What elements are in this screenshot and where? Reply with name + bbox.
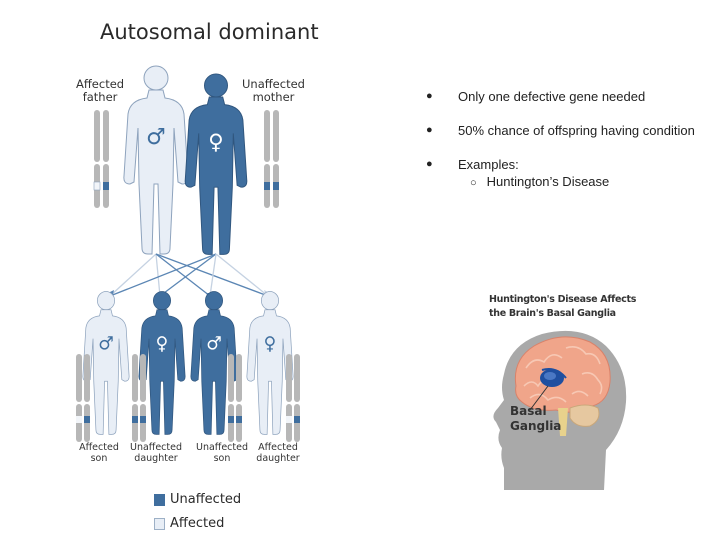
female-symbol-icon: ♀ — [264, 334, 277, 355]
child-label-3: Unaffected son — [196, 442, 249, 464]
female-symbol-icon: ♀ — [156, 334, 169, 355]
child-figure: ♂ — [82, 291, 130, 435]
pedigree-figure: ♂ ♀ ♂ ♀ ♂ ♀ — [76, 65, 300, 442]
legend-affected: Affected — [154, 516, 224, 531]
bullet-item: ● 50% chance of offspring having conditi… — [424, 122, 704, 139]
child-chromosomes — [132, 354, 146, 442]
child-label-2: Unaffected daughter — [130, 442, 183, 464]
legend-swatch-unaffected — [154, 493, 165, 506]
bullet-item: ● Examples: ○ Huntington’s Disease — [424, 156, 704, 192]
male-symbol-icon: ♂ — [146, 125, 166, 150]
female-symbol-icon: ♀ — [208, 129, 223, 154]
pointer-line — [529, 385, 549, 411]
brain-illustration: Huntington's Disease Affects the Brain's… — [486, 290, 636, 500]
child-figure: ♀ — [246, 291, 294, 435]
brain-title-line2: the Brain's Basal Ganglia — [489, 308, 616, 319]
bullet-text: Only one defective gene needed — [458, 89, 646, 104]
child-figure: ♂ — [190, 291, 238, 435]
head-brain-graphic — [493, 330, 627, 490]
sub-bullet-ring-icon: ○ — [470, 177, 477, 189]
mother-figure: ♀ — [184, 73, 248, 255]
male-symbol-icon: ♂ — [98, 334, 113, 355]
mother-chromosomes — [264, 110, 279, 208]
bullet-dot-icon: ● — [426, 90, 433, 102]
pedigree-title: Autosomal dominant — [100, 20, 319, 44]
bullet-list: ● Only one defective gene needed ● 50% c… — [424, 88, 704, 209]
children-figures: ♂ ♀ ♂ ♀ — [76, 291, 300, 442]
mother-label: Unaffected mother — [242, 77, 305, 104]
child-label-4: Affected daughter — [256, 442, 300, 464]
bullet-item: ● Only one defective gene needed — [424, 88, 704, 105]
father-label: Affected father — [76, 77, 125, 104]
sub-bullet-text: Huntington’s Disease — [486, 174, 610, 189]
bullet-dot-icon: ● — [426, 124, 433, 136]
brain-title: Huntington's Disease Affects the Brain's… — [489, 293, 636, 321]
child-figure: ♀ — [138, 291, 186, 435]
male-symbol-icon: ♂ — [206, 334, 221, 355]
bullet-text: 50% chance of offspring having condition — [458, 123, 695, 138]
child-label-1: Affected son — [79, 442, 119, 464]
father-chromosomes — [93, 110, 109, 208]
legend-unaffected: Unaffected — [154, 492, 241, 507]
child-chromosomes — [76, 354, 90, 442]
legend-swatch-affected — [154, 517, 165, 530]
father-figure: ♂ — [123, 65, 189, 255]
pedigree-diagram: ♂ ♀ ♂♀♂♀ Autosomal dominant Affected fa — [68, 14, 319, 536]
basal-ganglia-label: Basal Ganglia — [510, 404, 562, 433]
inheritance-arrows — [106, 253, 272, 302]
child-chromosomes — [286, 354, 300, 442]
child-chromosomes — [228, 354, 242, 442]
bullet-text: Examples: — [458, 157, 519, 172]
sub-bullet: ○ Huntington’s Disease — [458, 173, 704, 192]
brain-title-line1: Huntington's Disease Affects — [489, 294, 637, 305]
legend-label-affected: Affected — [170, 516, 225, 531]
legend-label-unaffected: Unaffected — [170, 492, 242, 507]
bullet-dot-icon: ● — [426, 158, 433, 170]
